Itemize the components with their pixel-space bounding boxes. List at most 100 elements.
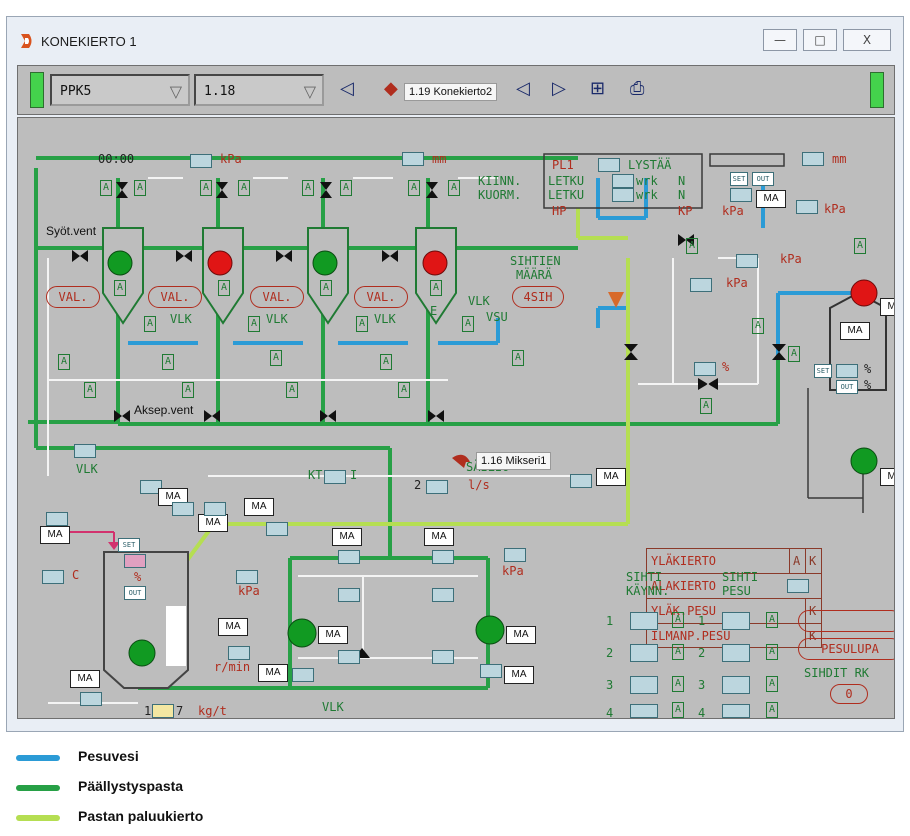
set-box[interactable]: SET <box>730 172 748 186</box>
auto-indicator[interactable]: A <box>144 316 156 332</box>
print-icon[interactable]: ⎙ <box>630 78 645 99</box>
mixer-out-box[interactable]: OUT <box>124 586 146 600</box>
sihti-kaynn-3[interactable] <box>630 676 658 694</box>
ma-button-loop-out[interactable]: MA <box>504 666 534 684</box>
prev-triangle-icon[interactable]: ◁ <box>516 78 530 99</box>
n-label-1: N <box>678 174 686 188</box>
sihti-pesu-auto-4[interactable]: A <box>766 702 778 718</box>
ma-button-inlet[interactable]: MA <box>40 526 70 544</box>
auto-indicator[interactable]: A <box>182 382 194 398</box>
next-triangle-icon[interactable]: ▷ <box>552 78 566 99</box>
sihti-kaynn-4[interactable] <box>630 704 658 718</box>
pressure-tag-mid <box>736 254 758 268</box>
auto-indicator[interactable]: A <box>788 346 800 362</box>
ma-button-pump-top[interactable]: MA <box>756 190 786 208</box>
tree-icon[interactable]: ⊞ <box>590 78 606 99</box>
auto-indicator[interactable]: A <box>58 354 70 370</box>
auto-indicator[interactable]: A <box>320 280 332 296</box>
close-button[interactable]: X <box>843 29 891 51</box>
ma-button-loop-right[interactable]: MA <box>506 626 536 644</box>
auto-indicator[interactable]: A <box>134 180 146 196</box>
prev-triangle-icon[interactable]: ◁ <box>340 78 354 99</box>
outlet-tag <box>80 692 102 706</box>
val-button-4[interactable]: VAL. <box>354 286 408 308</box>
auto-indicator[interactable]: A <box>270 350 282 366</box>
sihti-pesu-2[interactable] <box>722 644 750 662</box>
auto-indicator[interactable]: A <box>512 350 524 366</box>
ma-button-loop-left[interactable]: MA <box>318 626 348 644</box>
status-led-left <box>30 72 44 108</box>
minimize-button[interactable]: — <box>763 29 797 51</box>
title-bar: KONEKIERTO 1 — □ X <box>7 17 903 61</box>
sihdit-rk-count: 0 <box>830 684 868 704</box>
pesulupa-field[interactable]: PESULUPA <box>798 638 894 660</box>
auto-indicator[interactable]: A <box>854 238 866 254</box>
maximize-button[interactable]: □ <box>803 29 837 51</box>
sihti-pesu-1[interactable] <box>722 612 750 630</box>
sihti-pesu-4[interactable] <box>722 704 750 718</box>
flow-tag-lower-pump <box>292 668 314 682</box>
auto-indicator[interactable]: A <box>84 382 96 398</box>
auto-indicator[interactable]: A <box>114 280 126 296</box>
auto-indicator[interactable]: A <box>686 238 698 254</box>
sihti-pesu-auto-3[interactable]: A <box>766 676 778 692</box>
val-button-2[interactable]: VAL. <box>148 286 202 308</box>
auto-indicator[interactable]: A <box>100 180 112 196</box>
auto-indicator[interactable]: A <box>218 280 230 296</box>
out-box[interactable]: OUT <box>752 172 774 186</box>
auto-indicator[interactable]: A <box>200 180 212 196</box>
auto-indicator[interactable]: A <box>752 318 764 334</box>
grid-row-ilmanp-pesu[interactable]: ILMANP.PESU K <box>647 624 821 649</box>
sihti-kaynn-auto-2[interactable]: A <box>672 644 684 660</box>
sihti-pesu-auto-2[interactable]: A <box>766 644 778 660</box>
sihti-kaynn-auto-3[interactable]: A <box>672 676 684 692</box>
grid-row-ylakierto[interactable]: YLÄKIERTO A K <box>647 549 821 574</box>
auto-indicator[interactable]: A <box>162 354 174 370</box>
tank-set-box[interactable]: SET <box>814 364 832 378</box>
auto-indicator[interactable]: A <box>248 316 260 332</box>
ma-button-saili[interactable]: MA <box>596 468 626 486</box>
ma-button-pump-lower[interactable]: MA <box>258 664 288 682</box>
prev-station-icon[interactable]: ◆ <box>384 78 398 99</box>
station-select[interactable]: 1.18 ▽ <box>194 74 324 106</box>
grid-a: A <box>793 554 801 568</box>
auto-indicator[interactable]: A <box>398 382 410 398</box>
n-label-2: N <box>678 188 686 202</box>
auto-indicator[interactable]: A <box>238 180 250 196</box>
sihti-kaynn-2[interactable] <box>630 644 658 662</box>
sihti-kaynn-1[interactable] <box>630 612 658 630</box>
auto-indicator[interactable]: A <box>448 180 460 196</box>
line-select[interactable]: PPK5 ▽ <box>50 74 190 106</box>
auto-indicator[interactable]: A <box>302 180 314 196</box>
sihti-pesu-3[interactable] <box>722 676 750 694</box>
ma-button-pump-b[interactable]: MA <box>198 514 228 532</box>
sihti-kaynn-auto-1[interactable]: A <box>672 612 684 628</box>
auto-indicator[interactable]: A <box>356 316 368 332</box>
sihtien-maara-field[interactable]: 4SIH <box>512 286 564 308</box>
ma-button-loop-a[interactable]: MA <box>332 528 362 546</box>
kgt-unit: kg/t <box>198 704 227 718</box>
ma-button-tank[interactable]: MA <box>840 322 870 340</box>
sihti-pesu-auto-1[interactable]: A <box>766 612 778 628</box>
sihti-kaynn-auto-4[interactable]: A <box>672 702 684 718</box>
ma-button-outlet[interactable]: MA <box>70 670 100 688</box>
grid-row-alakierto[interactable]: ALAKIERTO <box>647 574 821 599</box>
ma-button-pump-c[interactable]: MA <box>244 498 274 516</box>
ma-button-green-pump[interactable]: MA <box>880 468 894 486</box>
val-button-1[interactable]: VAL. <box>46 286 100 308</box>
auto-indicator[interactable]: A <box>430 280 442 296</box>
ma-button-mixer[interactable]: MA <box>218 618 248 636</box>
auto-indicator[interactable]: A <box>700 398 712 414</box>
auto-indicator[interactable]: A <box>340 180 352 196</box>
mixer-set-box[interactable]: SET <box>118 538 140 552</box>
ma-button-red-pump[interactable]: MA <box>880 298 894 316</box>
auto-indicator[interactable]: A <box>408 180 420 196</box>
tank-out-box[interactable]: OUT <box>836 380 858 394</box>
auto-indicator[interactable]: A <box>380 354 392 370</box>
val-button-3[interactable]: VAL. <box>250 286 304 308</box>
ma-button-loop-b[interactable]: MA <box>424 528 454 546</box>
auto-indicator[interactable]: A <box>286 382 298 398</box>
kt-label: KT <box>308 468 323 482</box>
empty-status-field[interactable] <box>798 610 894 632</box>
auto-indicator[interactable]: A <box>462 316 474 332</box>
